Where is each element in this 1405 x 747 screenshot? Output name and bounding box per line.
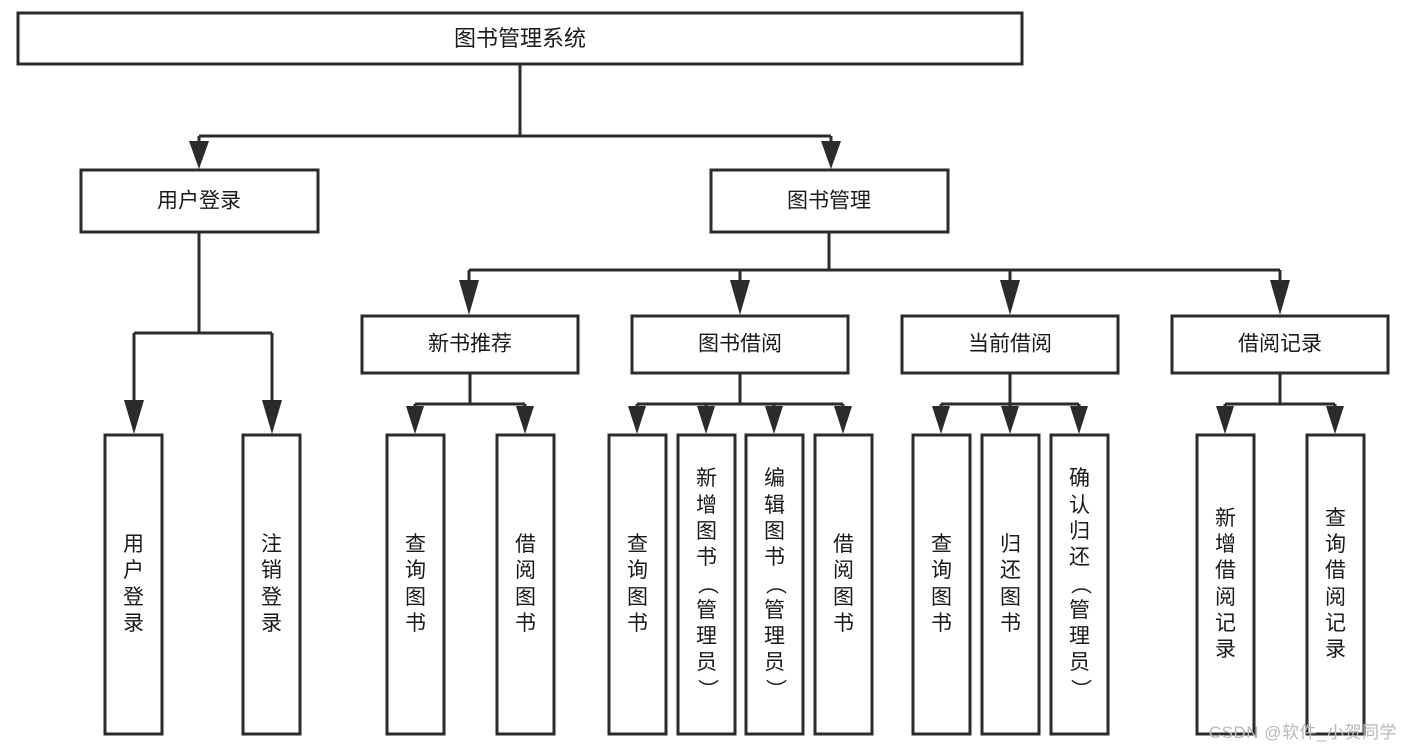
- leaf-box-query-book-2[interactable]: [607, 433, 668, 736]
- leaf-box-user-logout[interactable]: [241, 433, 302, 736]
- leaf-box-query-book-3[interactable]: [911, 433, 972, 736]
- arrowhead-to-book-manage: [821, 141, 841, 169]
- arrowhead-to-borrow-record: [1270, 280, 1290, 315]
- leaf-box-confirm-return[interactable]: [1049, 433, 1110, 736]
- node-root[interactable]: 图书管理系统: [16, 11, 1024, 66]
- node-borrow-record-label: 借阅记录: [1238, 333, 1322, 356]
- leaf-box-query-book-1[interactable]: [385, 433, 446, 736]
- arrowhead-leaf-add-record: [1216, 406, 1234, 434]
- leaf-box-add-record[interactable]: [1195, 433, 1256, 736]
- arrowhead-leaf-user-logout: [262, 400, 282, 434]
- arrowhead-leaf-query-book-3: [932, 406, 950, 434]
- node-user-login[interactable]: 用户登录: [79, 168, 320, 234]
- node-current-borrow[interactable]: 当前借阅: [900, 314, 1120, 375]
- arrowhead-to-user-login: [189, 141, 209, 169]
- node-new-book-recommend-label: 新书推荐: [428, 333, 512, 356]
- arrowhead-to-book-borrow: [730, 280, 750, 315]
- leaf-box-add-book[interactable]: [676, 433, 737, 736]
- node-current-borrow-box[interactable]: [900, 314, 1120, 375]
- leaf-box-return-book[interactable]: [980, 433, 1041, 736]
- node-book-manage-label: 图书管理: [787, 190, 871, 213]
- arrowhead-leaf-edit-book: [765, 406, 783, 434]
- node-new-book-recommend-box[interactable]: [360, 314, 580, 375]
- leaf-box-user-login[interactable]: [103, 433, 164, 736]
- leaf-box-query-record[interactable]: [1305, 433, 1366, 736]
- node-book-borrow-box[interactable]: [630, 314, 850, 375]
- node-book-manage-box[interactable]: [709, 168, 950, 234]
- arrowhead-leaf-query-book-2: [628, 406, 646, 434]
- arrowhead-leaf-return-book: [1001, 406, 1019, 434]
- watermark-text: CSDN @软件_小贺同学: [1208, 723, 1397, 742]
- node-borrow-record[interactable]: 借阅记录: [1170, 314, 1390, 375]
- node-new-book-recommend[interactable]: 新书推荐: [360, 314, 580, 375]
- arrowhead-leaf-query-record: [1326, 406, 1344, 434]
- node-book-borrow[interactable]: 图书借阅: [630, 314, 850, 375]
- arrowhead-leaf-confirm-return: [1070, 406, 1088, 434]
- arrowhead-leaf-borrow-book-2: [834, 406, 852, 434]
- arrowhead-leaf-query-book-1: [406, 406, 424, 434]
- node-current-borrow-label: 当前借阅: [968, 333, 1052, 356]
- node-user-login-label: 用户登录: [157, 190, 241, 213]
- arrowhead-to-new-book-recommend: [459, 280, 479, 315]
- leaf-box-borrow-book-1[interactable]: [495, 433, 556, 736]
- node-book-borrow-label: 图书借阅: [698, 333, 782, 356]
- arrowhead-to-current-borrow: [1000, 280, 1020, 315]
- arrowhead-leaf-user-login: [124, 400, 144, 434]
- node-root-label: 图书管理系统: [454, 26, 586, 51]
- node-root-box[interactable]: [16, 11, 1024, 66]
- node-borrow-record-box[interactable]: [1170, 314, 1390, 375]
- leaf-box-edit-book[interactable]: [744, 433, 805, 736]
- arrowhead-leaf-borrow-book-1: [516, 406, 534, 434]
- node-book-manage[interactable]: 图书管理: [709, 168, 950, 234]
- leaf-box-borrow-book-2[interactable]: [813, 433, 874, 736]
- arrowhead-leaf-add-book: [697, 406, 715, 434]
